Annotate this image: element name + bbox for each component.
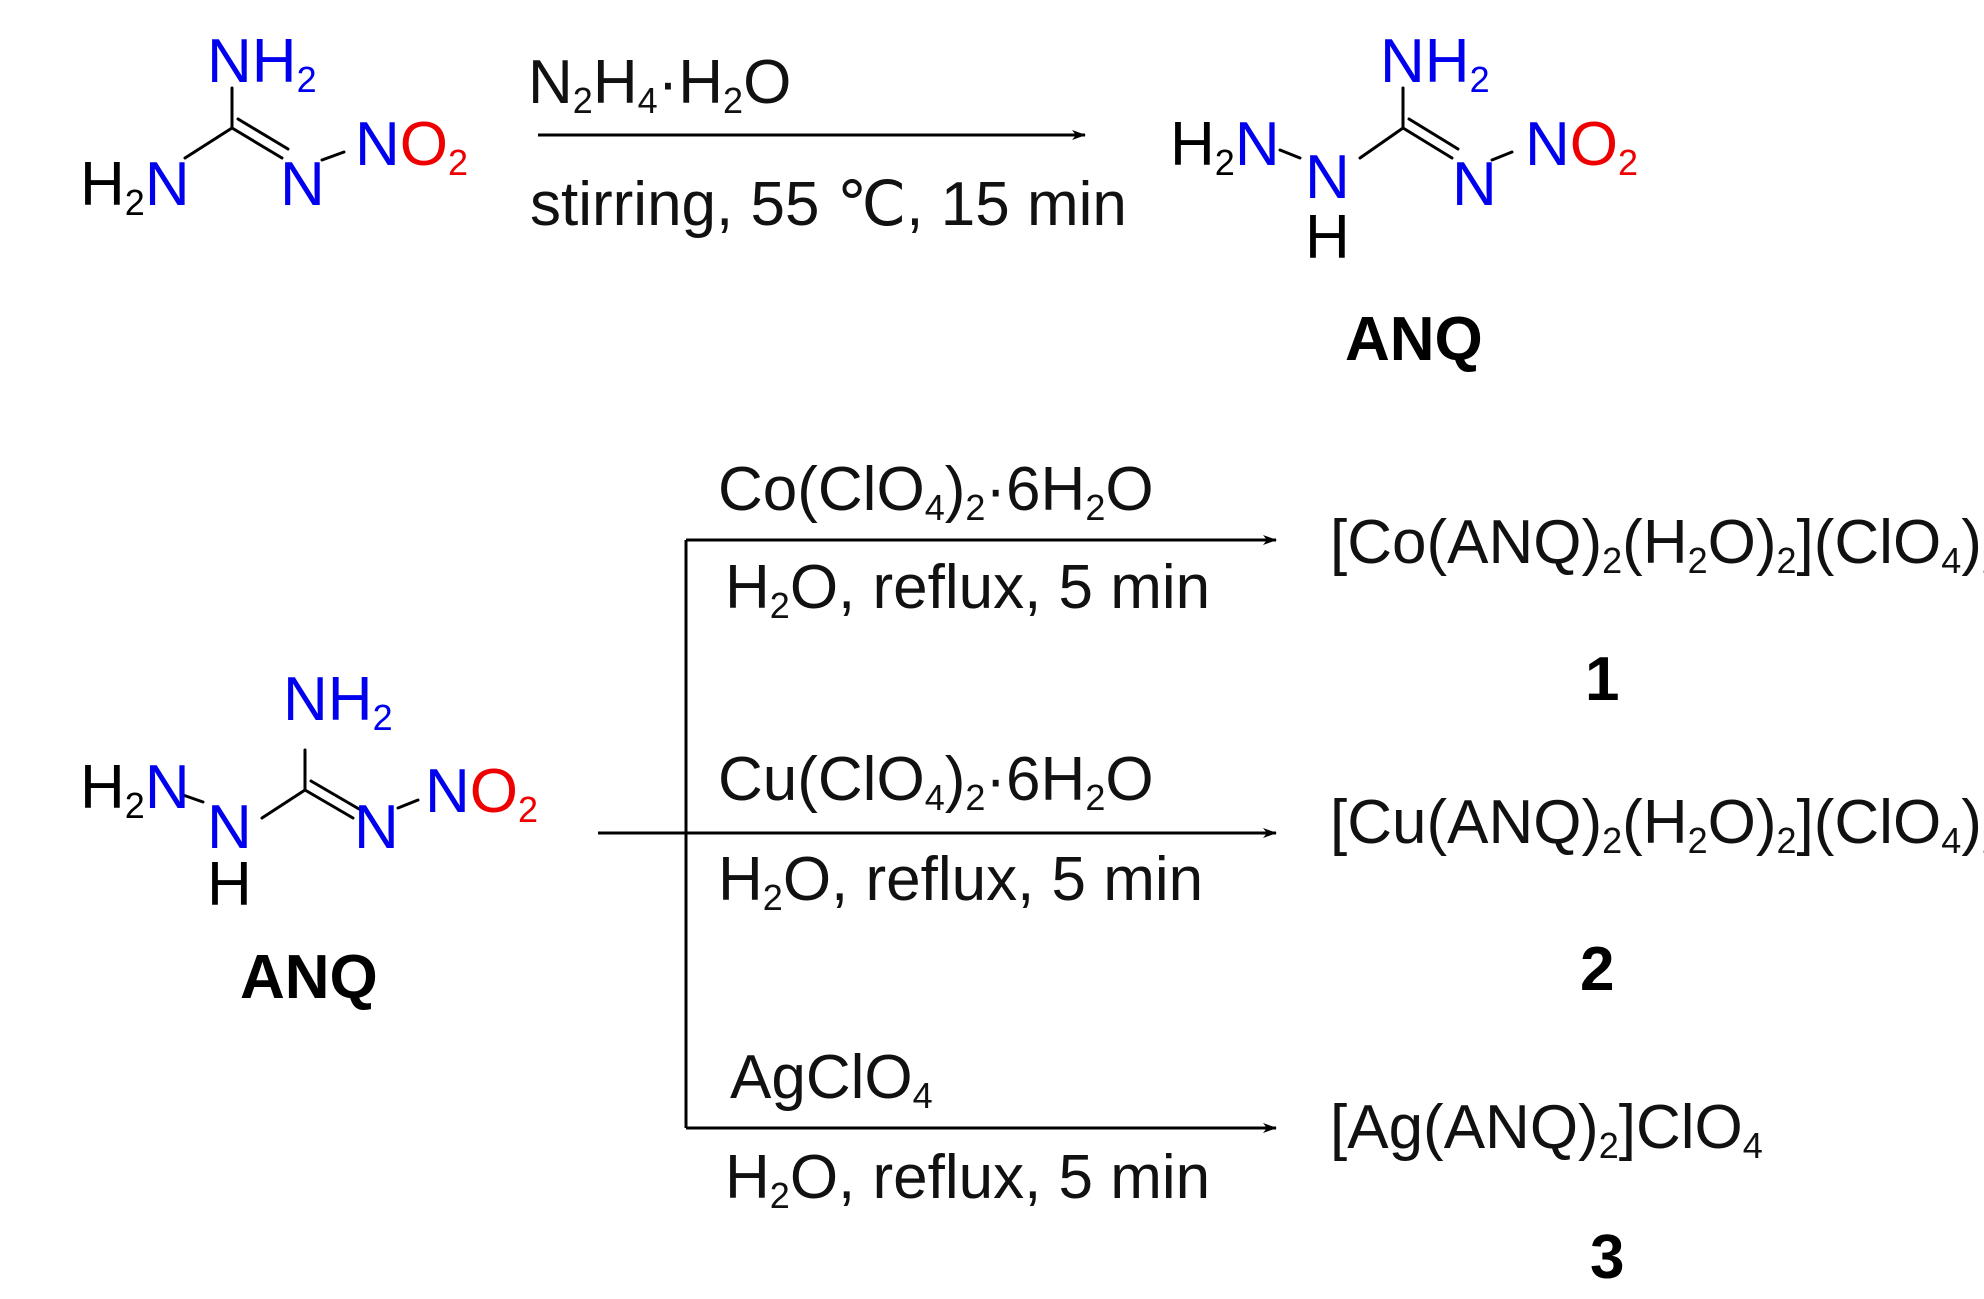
product-cobalt: [Co(ANQ)2(H2O)2](ClO4)2 — [1330, 508, 1984, 581]
bond-bot-c-nh — [260, 788, 307, 820]
anq-product-top: NH2 H2N N H N NO2 ANQ — [1170, 27, 1638, 374]
bond-top-c-nh — [1358, 126, 1405, 160]
bond-c-n-double-a — [230, 126, 284, 160]
reagent-hydrazine-hydrate: N2H4·H2O — [528, 48, 791, 121]
bot-anq-nh2: NH2 — [283, 665, 393, 738]
bot-anq-imine-n: N — [354, 793, 399, 862]
bot-anq-nitro: NO2 — [425, 757, 538, 830]
bot-anq-hydrazine-h: H — [207, 850, 252, 919]
bot-anq-h2n: H2N — [80, 753, 190, 826]
compound-number-1: 1 — [1585, 645, 1619, 714]
top-anq-name: ANQ — [1345, 305, 1483, 374]
product-silver: [Ag(ANQ)2]ClO4 — [1330, 1093, 1763, 1166]
bond-top-nn — [1278, 148, 1302, 160]
top-anq-imine-n: N — [1452, 150, 1497, 219]
left-amine-label: H2N — [80, 150, 190, 223]
branch-arrows — [598, 535, 1277, 1133]
nitroguanidine-molecule: NH2 H2N N NO2 — [80, 27, 468, 223]
bond-c-nh2-left — [183, 126, 234, 160]
reagent-copper: Cu(ClO4)2·6H2O — [718, 745, 1154, 818]
reagent-cobalt: Co(ClO4)2·6H2O — [718, 455, 1154, 528]
top-amine-label: NH2 — [207, 27, 317, 100]
bot-anq-hydrazine-n: N — [207, 793, 252, 862]
bond-top-n-no2 — [1490, 150, 1514, 162]
imine-n-label: N — [280, 150, 325, 219]
top-anq-h2n: H2N — [1170, 110, 1280, 183]
top-anq-hydrazine-h: H — [1305, 203, 1350, 272]
conditions-stirring: stirring, 55 ℃, 15 min — [530, 170, 1127, 239]
bond-bot-c-n-double-b — [309, 779, 361, 811]
bond-bot-c-n-double-a — [303, 788, 355, 820]
compound-number-2: 2 — [1580, 935, 1614, 1004]
bond-top-c-n-double-b — [1407, 117, 1460, 151]
top-anq-nh2: NH2 — [1380, 27, 1490, 100]
branch-cobalt: Co(ClO4)2·6H2O H2O, reflux, 5 min [Co(AN… — [718, 455, 1984, 714]
branch-copper: Cu(ClO4)2·6H2O H2O, reflux, 5 min [Cu(AN… — [718, 745, 1984, 1004]
anq-reactant-bottom: NH2 H2N N H N NO2 ANQ — [80, 665, 538, 1012]
bond-n-no2 — [320, 150, 346, 162]
top-anq-hydrazine-n: N — [1305, 143, 1350, 212]
branch-silver: AgClO4 H2O, reflux, 5 min [Ag(ANQ)2]ClO4… — [725, 1043, 1763, 1292]
reagent-silver: AgClO4 — [730, 1043, 933, 1116]
compound-number-3: 3 — [1590, 1223, 1624, 1292]
conditions-copper: H2O, reflux, 5 min — [718, 845, 1203, 918]
bond-bot-n-no2 — [396, 798, 420, 810]
conditions-silver: H2O, reflux, 5 min — [725, 1143, 1210, 1216]
top-anq-nitro: NO2 — [1525, 110, 1638, 183]
bond-c-n-double-b — [236, 117, 290, 151]
conditions-cobalt: H2O, reflux, 5 min — [725, 553, 1210, 626]
reaction-arrow-1: N2H4·H2O stirring, 55 ℃, 15 min — [528, 48, 1127, 239]
product-copper: [Cu(ANQ)2(H2O)2](ClO4)2 — [1330, 788, 1984, 861]
bond-top-c-n-double-a — [1401, 126, 1454, 160]
nitro-group-label: NO2 — [355, 110, 468, 183]
bond-bot-nn — [181, 793, 205, 804]
bot-anq-name: ANQ — [240, 943, 378, 1012]
